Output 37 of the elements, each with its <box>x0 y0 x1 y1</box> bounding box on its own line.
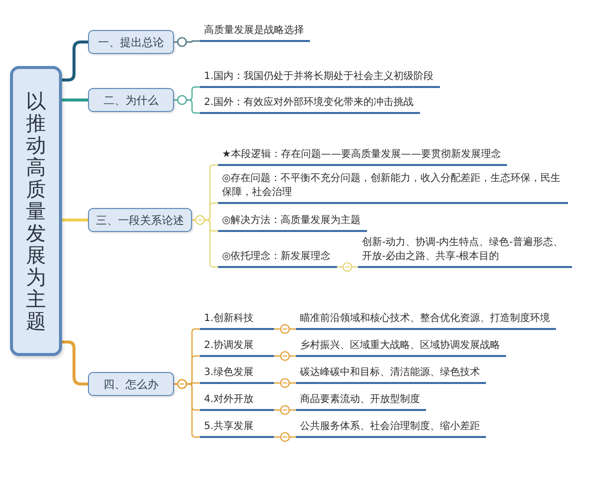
subtopic-text: ◎存在问题：不平衡不充分问题，创新能力，收入分配差距，生态环保，民生保障，社会治理 <box>218 172 568 204</box>
connector-line <box>273 351 297 361</box>
central-topic-box: 以推动高质量发展为主题 <box>10 66 62 356</box>
subtopic-text: 5.共享发展 <box>200 420 274 438</box>
subtopic-text: 高质量发展是战略选择 <box>200 24 310 42</box>
subtopic-text: 乡村振兴、区域重大战略、区域协调发展战略 <box>296 339 506 357</box>
subtopic-text: 创新-动力、协调-内生特点、绿色-普遍形态、开放-必由之路、共享-根本目的 <box>358 236 572 268</box>
subtopic-text: ◎解决方法：高质量发展为主题 <box>218 214 367 232</box>
subtopic-text: 瞄准前沿领域和核心技术、整合优化资源、打造制度环境 <box>296 312 556 330</box>
connector-line <box>336 262 359 272</box>
connector-line <box>60 40 90 82</box>
subtopic-text: 商品要素流动、开放型制度 <box>296 393 426 411</box>
subtopic-text: ◎依托理念：新发展理念 <box>218 250 337 268</box>
branch-topic-box: 四、怎么办 <box>88 372 174 396</box>
connector-line <box>173 379 201 438</box>
subtopic-text: 2.协调发展 <box>200 339 274 357</box>
connector-line <box>273 432 297 442</box>
subtopic-text: 1.创新科技 <box>200 312 274 330</box>
connector-line <box>173 37 201 47</box>
subtopic-text: 1.国内：我国仍处于并将长期处于社会主义初级阶段 <box>200 70 440 88</box>
subtopic-text: 2.国外：有效应对外部环境变化带来的冲击挑战 <box>200 96 420 114</box>
connector-line <box>60 340 90 386</box>
subtopic-text: 公共服务体系、社会治理制度、缩小差距 <box>296 420 486 438</box>
connector-line <box>60 98 90 102</box>
connector-line <box>273 378 297 388</box>
subtopic-text: 4.对外开放 <box>200 393 274 411</box>
subtopic-text: 3.绿色发展 <box>200 366 274 384</box>
branch-topic-box: 三、一段关系论述 <box>88 208 192 232</box>
connector-line <box>60 218 90 222</box>
branch-topic-box: 二、为什么 <box>88 88 174 112</box>
branch-topic-box: 一、提出总论 <box>88 30 174 54</box>
subtopic-text: ★本段逻辑：存在问题——要高质量发展——要贯彻新发展理念 <box>218 148 507 166</box>
connector-line <box>273 324 297 334</box>
connector-line <box>173 95 201 114</box>
subtopic-text: 碳达峰碳中和目标、清洁能源、绿色技术 <box>296 366 486 384</box>
connector-line <box>191 215 219 268</box>
connector-line <box>273 405 297 415</box>
